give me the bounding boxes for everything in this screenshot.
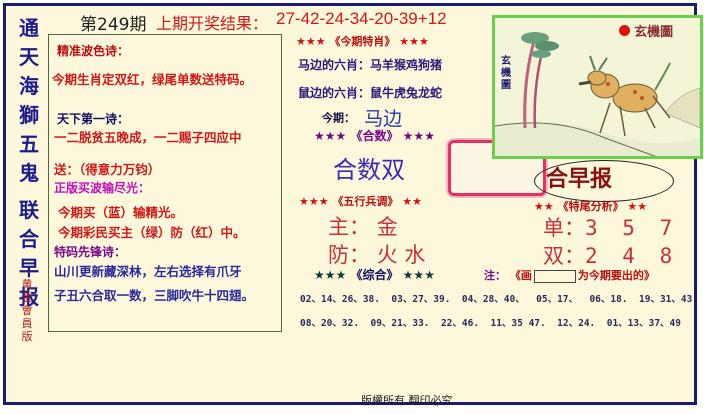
side-title-char: 鬼 [19,161,39,185]
illustration: 玄機圖 玄機圖 [492,15,703,159]
side-title-char: 联 [19,198,39,222]
note-suffix: 为今期要出的》 [577,269,655,282]
side-title-char: 早 [19,256,39,280]
rat-side-value: 鼠牛虎兔龙蛇 [370,86,443,100]
note-swatch [533,269,576,283]
side-title-char: 海 [19,74,39,98]
numbers-row-2: 08、20、32. 09、21、33. 22、46. 11、35 47. 12、… [300,318,681,329]
zhengban-title: 正版买波输尽光： [54,181,151,195]
star-icon: ★★★ [314,129,347,143]
side-title-char: 通 [19,16,39,40]
wuxing-title: 《五行兵调》 [332,195,399,208]
rat-side-label: 鼠边的六肖： [298,86,371,100]
numbers-row-1: 02、14、26、38. 03、27、39. 04、28、40、 05、17、 … [300,294,693,305]
guard-value: 火 水 [376,243,426,267]
this-period-value: 马边 [364,108,403,130]
main-value: 金 [376,215,398,239]
poem-box [48,34,282,332]
side-title-char: 天 [19,45,39,69]
banner-oval [534,160,674,202]
wuxing-header: ★★★ 《五行兵调》 ★★ [299,193,422,209]
page-frame: 通 天 海 獅 五 鬼 联 合 早 报 --黄金會員版 第249期 上期开奖结果… [3,3,703,407]
guard-label: 防： [328,243,370,267]
wave-poem-line: 今期生肖定双红，绿尾单数送特码。 [52,72,253,87]
star-icon: ★★ [534,200,554,213]
rat-side-row: 鼠边的六肖：鼠牛虎兔龙蛇 [298,84,442,101]
wuxing-guard: 防： 火 水 [328,239,425,269]
issue-number: 第249期 [80,15,147,35]
zonghe-note: 注： 《画 为今期要出的》 [484,267,655,283]
seal-icon [619,25,630,36]
last-result-numbers: 27-42-24-34-20-39+12 [276,9,447,28]
even-label: 双： [543,244,585,268]
side-title: 通 天 海 獅 五 鬼 联 合 早 报 [14,14,44,312]
star-icon: ★★★ [299,195,329,208]
banner-text: 合早报 [546,166,613,192]
zhengban-line1: 今期买（蓝）输精光。 [58,205,184,220]
side-title-char: 报 [19,285,39,309]
special-poem-line2: 子丑六合取一数，三脚吹牛十四翅。 [54,288,255,303]
side-title-char: 五 [19,132,39,156]
tail-odd: 单：3 5 7 [543,212,678,242]
side-title-char: 合 [19,227,39,251]
logo: 玄機圖 [619,21,673,40]
star-icon: ★★★ [314,268,347,282]
odd-value: 3 5 7 [585,216,679,240]
first-poem-line2: 送：（得意力万钧） [54,162,161,177]
side-subtitle: --黄金會員版 [21,265,33,343]
horse-side-label: 马边的六肖： [298,58,371,72]
zodiac-header: ★★★ 《今期特肖》 ★★★ [296,33,429,49]
side-title-char: 獅 [19,103,39,127]
special-poem-line1: 山川更新藏深林，左右选择有爪牙 [54,264,242,279]
this-period-label: 今期： [322,111,355,125]
zodiac-title: 《今期特肖》 [329,35,396,48]
star-icon: ★★ [627,200,648,213]
star-icon: ★★★ [296,35,326,48]
horse-side-value: 马羊猴鸡狗猪 [370,58,443,72]
special-poem-title: 特码先锋诗： [54,245,127,259]
deer-illustration-icon [495,32,700,156]
zonghe-header: ★★★ 《综合》 ★★★ [314,266,435,283]
heshu-title: 《合数》 [350,129,399,143]
side-logo-text: 玄機圖 [501,56,511,91]
star-icon: ★★★ [399,35,429,48]
odd-label: 单： [543,216,585,240]
heshu-header: ★★★ 《合数》 ★★★ [314,127,435,144]
tail-title: 《特尾分析》 [557,200,624,213]
logo-text: 玄機圖 [634,25,674,40]
even-value: 2 4 8 [585,244,679,268]
first-poem-line1: 一二脱贫五晚成，一二赐子四应中 [54,130,242,145]
zhengban-line2: 今期彩民买主（绿）防（红）中。 [58,225,246,240]
star-icon: ★★★ [402,129,435,143]
heshu-value: 合数双 [333,156,405,184]
wuxing-main: 主： 金 [328,211,398,241]
note-prefix: 《画 [509,269,532,282]
star-icon: ★★★ [402,268,435,282]
horse-side-row: 马边的六肖：马羊猴鸡狗猪 [298,56,442,73]
tail-even: 双：2 4 8 [543,240,678,270]
main-label: 主： [328,215,370,239]
first-poem-title: 天下第一诗： [57,112,130,126]
star-icon: ★★ [402,195,423,208]
last-result-label: 上期开奖结果： [156,14,269,33]
tail-header: ★★ 《特尾分析》 ★★ [534,198,647,214]
this-period-row: 今期： 马边 [322,104,402,131]
note-label: 注： [484,269,506,282]
copyright: 版權所有 翻印必究 [361,394,453,407]
wave-poem-title: 精准波色诗： [57,44,130,58]
zonghe-title: 《综合》 [350,268,399,282]
